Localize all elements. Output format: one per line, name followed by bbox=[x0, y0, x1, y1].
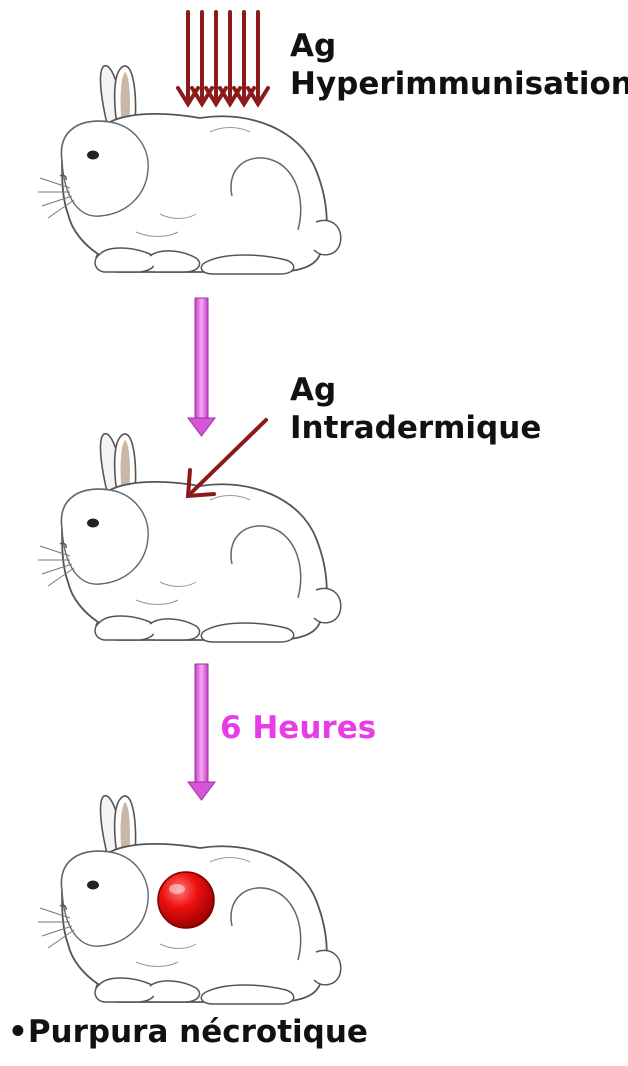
flow-arrow-1-icon bbox=[188, 298, 215, 436]
route-label: Intradermique bbox=[290, 410, 541, 448]
route-label: Hyperimmunisation bbox=[290, 66, 628, 104]
flow-arrow-2-icon bbox=[188, 664, 215, 800]
antigen-label: Ag bbox=[290, 372, 541, 410]
necrotic-lesion-icon bbox=[158, 872, 214, 928]
antigen-label: Ag bbox=[290, 28, 628, 66]
hyperimmunisation-label: Ag Hyperimmunisation bbox=[290, 28, 628, 104]
injection-arrows-icon bbox=[178, 12, 268, 104]
time-interval-label: 6 Heures bbox=[220, 710, 376, 748]
intradermal-label: Ag Intradermique bbox=[290, 372, 541, 448]
rabbit-2-illustration bbox=[38, 434, 341, 642]
result-label: •Purpura nécrotique bbox=[8, 1014, 368, 1052]
